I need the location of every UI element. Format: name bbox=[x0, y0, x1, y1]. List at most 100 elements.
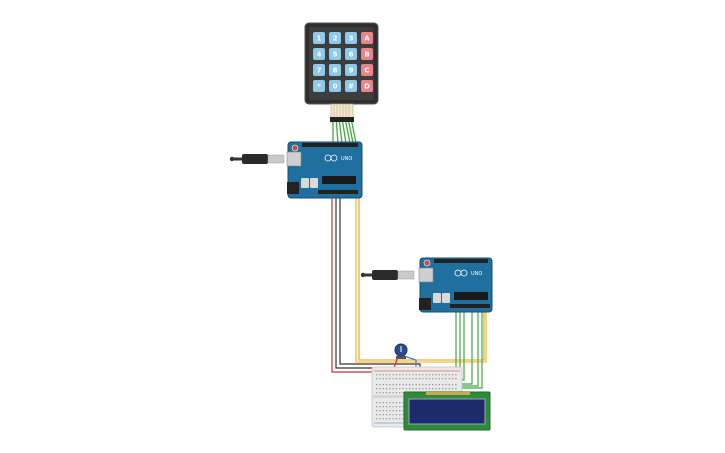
keypad-key-label: B bbox=[364, 51, 369, 59]
digital-header bbox=[302, 143, 358, 147]
breadboard-hole bbox=[412, 374, 414, 376]
keypad-key[interactable]: 9 bbox=[345, 64, 357, 76]
breadboard-hole bbox=[448, 374, 450, 376]
breadboard-hole bbox=[442, 378, 444, 380]
breadboard-hole bbox=[376, 378, 378, 380]
breadboard-hole bbox=[425, 384, 427, 386]
breadboard-hole bbox=[432, 374, 434, 376]
breadboard-hole bbox=[392, 388, 394, 390]
breadboard-hole bbox=[438, 378, 440, 380]
breadboard-hole bbox=[402, 418, 404, 420]
capacitor bbox=[433, 293, 441, 303]
breadboard-hole bbox=[428, 378, 431, 380]
analog-header bbox=[450, 304, 490, 308]
wire-orange bbox=[358, 198, 485, 361]
breadboard-hole bbox=[385, 374, 388, 376]
breadboard-hole bbox=[399, 406, 401, 408]
breadboard-hole bbox=[395, 418, 398, 420]
potentiometer[interactable] bbox=[394, 343, 408, 359]
keypad-key[interactable]: 8 bbox=[329, 64, 341, 76]
breadboard-hole bbox=[432, 378, 434, 380]
breadboard-hole bbox=[395, 414, 398, 416]
breadboard-hole bbox=[445, 388, 447, 390]
breadboard-hole bbox=[405, 374, 407, 376]
keypad-key[interactable]: 3 bbox=[345, 32, 357, 44]
breadboard-hole bbox=[385, 410, 388, 412]
breadboard-hole bbox=[392, 414, 394, 416]
keypad-key[interactable]: C bbox=[361, 64, 373, 76]
keypad-key-face bbox=[361, 32, 373, 44]
breadboard-hole bbox=[412, 384, 414, 386]
keypad-key-label: 9 bbox=[349, 67, 354, 75]
breadboard-hole bbox=[379, 384, 381, 386]
keypad-key-face bbox=[345, 32, 357, 44]
breadboard-hole bbox=[385, 414, 388, 416]
keypad-key-label: 6 bbox=[349, 51, 354, 59]
breadboard-hole bbox=[405, 384, 407, 386]
breadboard-hole bbox=[432, 384, 434, 386]
breadboard-hole bbox=[376, 410, 378, 412]
breadboard-hole bbox=[399, 392, 401, 394]
breadboard-hole bbox=[448, 378, 450, 380]
breadboard-hole bbox=[402, 406, 404, 408]
breadboard-hole bbox=[389, 388, 391, 390]
keypad-key[interactable]: A bbox=[361, 32, 373, 44]
reset-button[interactable] bbox=[291, 144, 299, 152]
keypad-key[interactable]: 1 bbox=[313, 32, 325, 44]
board-pcb bbox=[287, 141, 363, 199]
breadboard-hole bbox=[451, 374, 454, 376]
breadboard-hole bbox=[392, 406, 394, 408]
keypad-key[interactable]: 6 bbox=[345, 48, 357, 60]
keypad-key[interactable]: D bbox=[361, 80, 373, 92]
breadboard-hole bbox=[405, 388, 407, 390]
keypad-key[interactable]: 7 bbox=[313, 64, 325, 76]
keypad-key-label: 7 bbox=[317, 67, 322, 75]
usb-cable-bottom bbox=[360, 270, 415, 280]
keypad-key[interactable]: * bbox=[313, 80, 325, 92]
breadboard-hole bbox=[402, 410, 404, 412]
breadboard-hole bbox=[379, 402, 381, 404]
breadboard-hole bbox=[451, 384, 454, 386]
reset-button[interactable] bbox=[423, 259, 431, 267]
atmega-chip bbox=[322, 176, 356, 184]
breadboard-hole bbox=[425, 388, 427, 390]
breadboard-hole bbox=[405, 378, 407, 380]
keypad-key[interactable]: # bbox=[345, 80, 357, 92]
keypad-key[interactable]: B bbox=[361, 48, 373, 60]
arduino-uno-bottom[interactable]: UNO bbox=[360, 257, 493, 313]
breadboard-hole bbox=[402, 392, 404, 394]
breadboard-hole bbox=[385, 392, 388, 394]
breadboard-hole bbox=[418, 384, 421, 386]
breadboard-hole bbox=[442, 374, 444, 376]
breadboard-hole bbox=[395, 392, 398, 394]
keypad-key[interactable]: 2 bbox=[329, 32, 341, 44]
breadboard-hole bbox=[395, 384, 398, 386]
keypad-key-label: # bbox=[348, 83, 354, 91]
breadboard-hole bbox=[442, 388, 444, 390]
breadboard-hole bbox=[382, 378, 384, 380]
arduino-uno-top[interactable]: UNO bbox=[229, 141, 363, 199]
breadboard-hole bbox=[389, 414, 391, 416]
usb-port bbox=[286, 151, 302, 167]
breadboard-hole bbox=[409, 374, 411, 376]
keypad-key[interactable]: 0 bbox=[329, 80, 341, 92]
breadboard-hole bbox=[451, 388, 454, 390]
keypad-key-label: 1 bbox=[317, 35, 322, 43]
breadboard-hole bbox=[389, 378, 391, 380]
keypad-key[interactable]: 4 bbox=[313, 48, 325, 60]
breadboard-hole bbox=[415, 384, 417, 386]
breadboard-hole bbox=[382, 388, 384, 390]
keypad-key[interactable]: 5 bbox=[329, 48, 341, 60]
breadboard-hole bbox=[385, 378, 388, 380]
breadboard-hole bbox=[385, 384, 388, 386]
keypad-key-label: 8 bbox=[333, 67, 338, 75]
usb-cable-top bbox=[229, 154, 285, 164]
breadboard-hole bbox=[435, 388, 437, 390]
breadboard-hole bbox=[432, 388, 434, 390]
keypad-key-label: D bbox=[364, 83, 370, 91]
lcd-16x2[interactable] bbox=[403, 391, 491, 431]
keypad-key-face bbox=[361, 48, 373, 60]
